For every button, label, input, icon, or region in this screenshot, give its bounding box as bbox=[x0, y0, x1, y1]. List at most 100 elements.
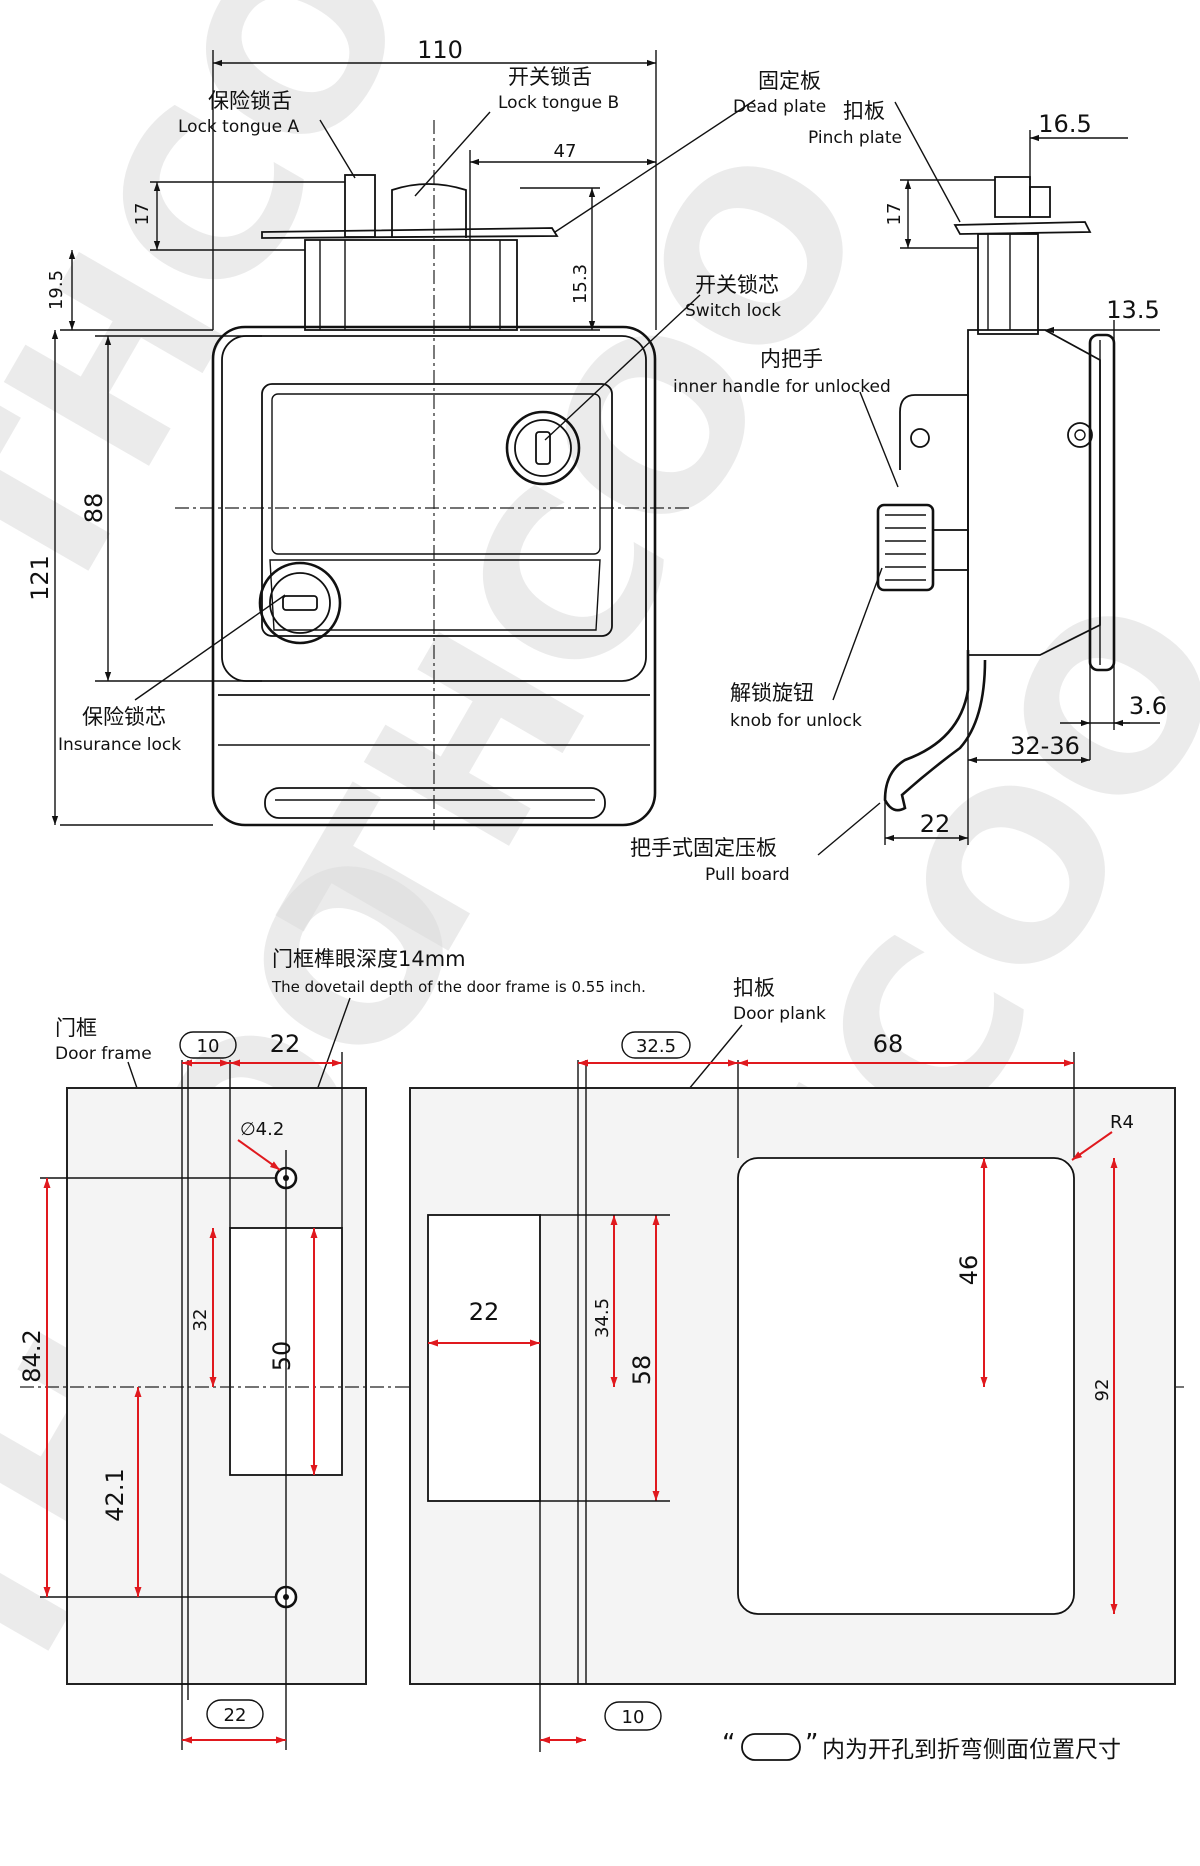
legend-close-quote: ” bbox=[805, 1729, 818, 1759]
dim-slot-offset-v: 32 bbox=[190, 1309, 211, 1332]
label-knob-en: knob for unlock bbox=[730, 711, 862, 731]
switch-lock-cylinder bbox=[505, 410, 581, 486]
dim-plank-slot-offset-v: 34.5 bbox=[592, 1298, 613, 1338]
leader-line bbox=[832, 567, 883, 701]
door-frame-title-zh: 门框 bbox=[55, 1016, 97, 1040]
side-tongue bbox=[1029, 186, 1051, 218]
dim-tongue-b-label: 15.3 bbox=[570, 264, 591, 304]
dim-plank-slot-height: 58 bbox=[628, 1355, 656, 1386]
dim-red-line bbox=[1071, 1131, 1113, 1161]
dead-plate-shape bbox=[261, 227, 559, 239]
dim-side-height-label: 17 bbox=[884, 203, 905, 226]
leader-line bbox=[544, 294, 701, 441]
handle-inner bbox=[271, 393, 601, 555]
leader-line bbox=[319, 119, 356, 179]
label-knob-zh: 解锁旋钮 bbox=[730, 681, 814, 705]
dim-plank-bottom-offset: 10 bbox=[622, 1707, 645, 1728]
key-slot-icon bbox=[535, 431, 551, 465]
label-insurance-lock-en: Insurance lock bbox=[58, 735, 181, 755]
dim-hole-spacing: 84.2 bbox=[18, 1329, 46, 1382]
lock-housing-shape bbox=[304, 239, 518, 331]
plank-bottom-tag bbox=[604, 1701, 662, 1731]
label-lock-tongue-b-zh: 开关锁舌 bbox=[508, 65, 592, 89]
dim-slot-height: 50 bbox=[268, 1341, 296, 1372]
pivot-icon bbox=[910, 428, 930, 448]
handle-lower bbox=[269, 559, 601, 631]
inner-handle-shape bbox=[899, 394, 968, 470]
dim-frame-bottom-offset: 22 bbox=[224, 1705, 247, 1726]
dim-plate-offset-label: 19.5 bbox=[46, 270, 67, 310]
side-tongue bbox=[994, 176, 1031, 218]
label-lock-tongue-a-en: Lock tongue A bbox=[178, 117, 299, 137]
plank-offset-tag bbox=[621, 1031, 691, 1059]
door-plank-title-zh: 扣板 bbox=[733, 976, 775, 1000]
dim-window-inner: 46 bbox=[955, 1255, 983, 1286]
lock-body-outline bbox=[211, 325, 657, 827]
depth-note-zh: 门框榫眼深度14mm bbox=[272, 947, 466, 971]
leader-line bbox=[554, 99, 756, 233]
label-pinch-plate-en: Pinch plate bbox=[808, 128, 902, 148]
door-plank-cutout: 扣板 Door plank 32.5 68 R4 46 92 22 34.5 5… bbox=[409, 976, 1176, 1752]
lock-tongue-b-shape bbox=[391, 183, 467, 238]
label-pinch-plate-zh: 扣板 bbox=[843, 99, 885, 123]
pinch-plate-shape bbox=[953, 221, 1092, 235]
dim-door-range-label: 32-36 bbox=[1010, 732, 1080, 760]
pull-board-arm bbox=[883, 650, 987, 812]
insurance-lock-inner bbox=[269, 572, 331, 634]
label-dead-plate-zh: 固定板 bbox=[758, 69, 821, 93]
side-housing bbox=[977, 233, 1039, 335]
grip-slot bbox=[264, 787, 606, 819]
bottom-offset-tag bbox=[206, 1699, 264, 1729]
dim-corner-radius: R4 bbox=[1110, 1112, 1134, 1133]
label-lock-tongue-b-en: Lock tongue B bbox=[498, 93, 619, 113]
handle-outline bbox=[261, 383, 613, 637]
dim-total-height-label: 121 bbox=[26, 555, 54, 601]
insurance-lock-cylinder bbox=[258, 561, 342, 645]
knob-knurl bbox=[885, 514, 926, 581]
dim-tongue-height-label: 17 bbox=[132, 203, 153, 226]
dim-handle-depth-label: 22 bbox=[920, 810, 951, 838]
leader-line bbox=[817, 802, 881, 856]
door-plank-window bbox=[737, 1157, 1075, 1615]
dim-frame-slot-offset: 22 bbox=[270, 1030, 301, 1058]
dim-plate-thick-label: 3.6 bbox=[1129, 692, 1167, 720]
leader-line bbox=[134, 594, 286, 701]
legend-open-quote: “ bbox=[722, 1729, 735, 1759]
door-plank-slot bbox=[427, 1214, 541, 1502]
leader-line bbox=[894, 101, 961, 223]
dim-width-label: 110 bbox=[417, 36, 463, 64]
door-plank-title-en: Door plank bbox=[733, 1004, 826, 1024]
door-frame-title-en: Door frame bbox=[55, 1044, 152, 1064]
dim-red-line bbox=[237, 1139, 281, 1171]
dim-window-height: 92 bbox=[1092, 1379, 1113, 1402]
label-switch-lock-en: Switch lock bbox=[685, 301, 781, 321]
side-view: 16.5 17 13.5 3.6 32-36 22 扣板 Pinch plate… bbox=[630, 99, 1167, 885]
leader-line bbox=[859, 391, 899, 488]
door-frame-cutout: 门框 Door frame 门框榫眼深度14mm The dovetail de… bbox=[18, 947, 1185, 1750]
label-insurance-lock-zh: 保险锁芯 bbox=[82, 705, 166, 729]
leader-line bbox=[414, 111, 491, 197]
dim-frame-edge-offset: 10 bbox=[197, 1036, 220, 1057]
legend-note: 内为开孔到折弯侧面位置尺寸 bbox=[822, 1737, 1121, 1763]
legend-tag-shape bbox=[741, 1733, 801, 1761]
front-view: 110 47 17 19.5 15.3 121 88 保险锁舌 Lock ton… bbox=[26, 36, 826, 830]
label-inner-handle-zh: 内把手 bbox=[760, 347, 823, 371]
label-pull-board-zh: 把手式固定压板 bbox=[630, 836, 777, 860]
dim-hole-diameter: ∅4.2 bbox=[240, 1119, 284, 1140]
dim-handle-height-label: 88 bbox=[80, 493, 108, 524]
lock-body-inner bbox=[221, 335, 647, 682]
label-pull-board-en: Pull board bbox=[705, 865, 790, 885]
legend: “ ” 内为开孔到折弯侧面位置尺寸 bbox=[722, 1729, 1121, 1763]
dim-tongue-edge-label: 47 bbox=[554, 141, 577, 162]
label-switch-lock-zh: 开关锁芯 bbox=[695, 273, 779, 297]
key-slot-icon bbox=[282, 595, 318, 611]
switch-lock-inner bbox=[514, 419, 572, 477]
dim-plank-slot-width: 22 bbox=[469, 1298, 500, 1326]
lock-tongue-a-shape bbox=[344, 174, 376, 238]
knob-stem bbox=[932, 529, 969, 571]
label-dead-plate-en: Dead plate bbox=[733, 97, 826, 117]
bend-offset-tag bbox=[179, 1031, 237, 1059]
depth-note-en: The dovetail depth of the door frame is … bbox=[271, 978, 646, 996]
